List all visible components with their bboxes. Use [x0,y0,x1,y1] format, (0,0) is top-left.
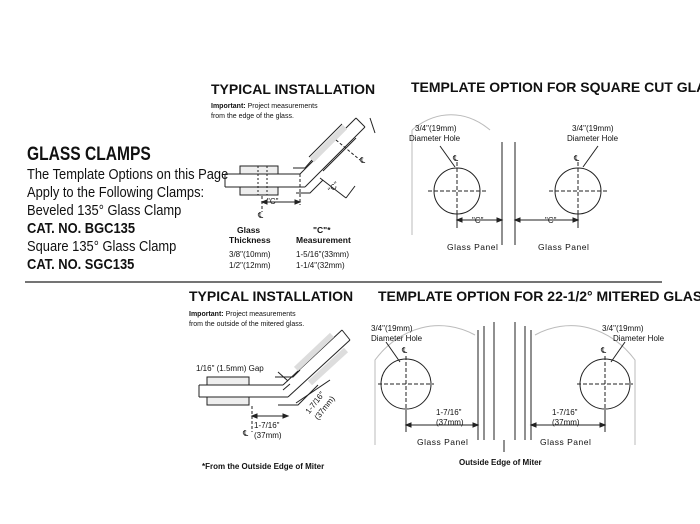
top-c-label-horizontal: "C" [267,197,279,206]
bottom-centerline-mark: ℄ [242,429,249,438]
clamp-1-cat-no: CAT. NO. BGC135 [27,220,136,237]
top-template-title: TEMPLATE OPTION FOR SQUARE CUT GLASS [411,79,700,95]
miter-dim-right-in: 1-7/16" [552,408,578,417]
table-row1-thickness: 3/8"(10mm) [229,250,271,259]
square-hole-size-left: 3/4"(19mm) [415,124,457,133]
table-col2-header-2: Measurement [296,235,351,245]
miter-panel-label-left: Glass Panel [417,437,468,447]
bottom-important-text-2: from the outside of the mitered glass. [189,321,304,328]
square-hole-label-left: Diameter Hole [409,134,461,143]
bottom-important-label: Important: [189,311,224,318]
table-col1-header-1: Glass [237,225,260,235]
bottom-template-title: TEMPLATE OPTION FOR 22-1/2° MITERED GLAS… [378,288,700,304]
table-row2-measurement: 1-1/4"(32mm) [296,261,345,270]
top-install-title: TYPICAL INSTALLATION [211,81,375,97]
square-c-label-left: "C" [472,216,484,225]
miter-dim-right-mm: (37mm) [552,418,580,427]
top-important-label: Important: [211,103,246,110]
table-row1-measurement: 1-5/16"(33mm) [296,250,349,259]
bottom-important-text-1: Project measurements [226,311,297,318]
square-centerline-left: ℄ [452,154,459,163]
top-clamp-drawing [224,117,376,212]
table-col1-header-2: Thickness [229,235,271,245]
intro-line-1: The Template Options on this Page [27,166,229,183]
miter-hole-size-left: 3/4"(19mm) [371,324,413,333]
miter-centerline-left: ℄ [401,346,408,355]
miter-dim-left-in: 1-7/16" [436,408,462,417]
top-important-text-1: Project measurements [248,103,319,110]
miter-hole-label-right: Diameter Hole [613,334,665,343]
intro-line-2: Apply to the Following Clamps: [27,184,205,201]
top-centerline-mark-angled: ℄ [359,156,366,165]
glass-clamps-title: GLASS CLAMPS [27,144,151,165]
mitered-template [374,322,636,452]
square-panel-label-right: Glass Panel [538,242,589,252]
square-cut-template [411,114,607,245]
bottom-dim-in: 1-7/16" [254,421,280,430]
footnote: *From the Outside Edge of Miter [202,462,324,471]
clamp-2-cat-no: CAT. NO. SGC135 [27,256,135,273]
miter-panel-label-right: Glass Panel [540,437,591,447]
table-col2-header-1: "C"* [313,225,331,235]
outside-edge-label: Outside Edge of Miter [459,458,542,467]
clamp-2-name: Square 135° Glass Clamp [27,238,177,255]
table-row2-thickness: 1/2"(12mm) [229,261,271,270]
miter-hole-size-right: 3/4"(19mm) [602,324,644,333]
miter-centerline-right: ℄ [600,346,607,355]
bottom-install-title: TYPICAL INSTALLATION [189,288,353,304]
square-hole-size-right: 3/4"(19mm) [572,124,614,133]
miter-dim-left-mm: (37mm) [436,418,464,427]
top-centerline-mark: ℄ [257,211,264,220]
square-centerline-right: ℄ [573,154,580,163]
top-important: Important: Project measurements [211,103,318,110]
bottom-dim-mm: (37mm) [254,431,282,440]
c-measurement-table: Glass Thickness "C"* Measurement 3/8"(10… [229,225,351,270]
bottom-important: Important: Project measurements [189,311,296,318]
miter-hole-label-left: Diameter Hole [371,334,423,343]
square-hole-label-right: Diameter Hole [567,134,619,143]
gap-label: 1/16" (1.5mm) Gap [196,364,264,373]
clamp-description: GLASS CLAMPS The Template Options on thi… [27,144,229,274]
top-important-text-2: from the edge of the glass. [211,113,294,120]
square-panel-label-left: Glass Panel [447,242,498,252]
square-c-label-right: "C" [545,216,557,225]
clamp-1-name: Beveled 135° Glass Clamp [27,202,182,219]
bottom-clamp-drawing [198,329,351,432]
